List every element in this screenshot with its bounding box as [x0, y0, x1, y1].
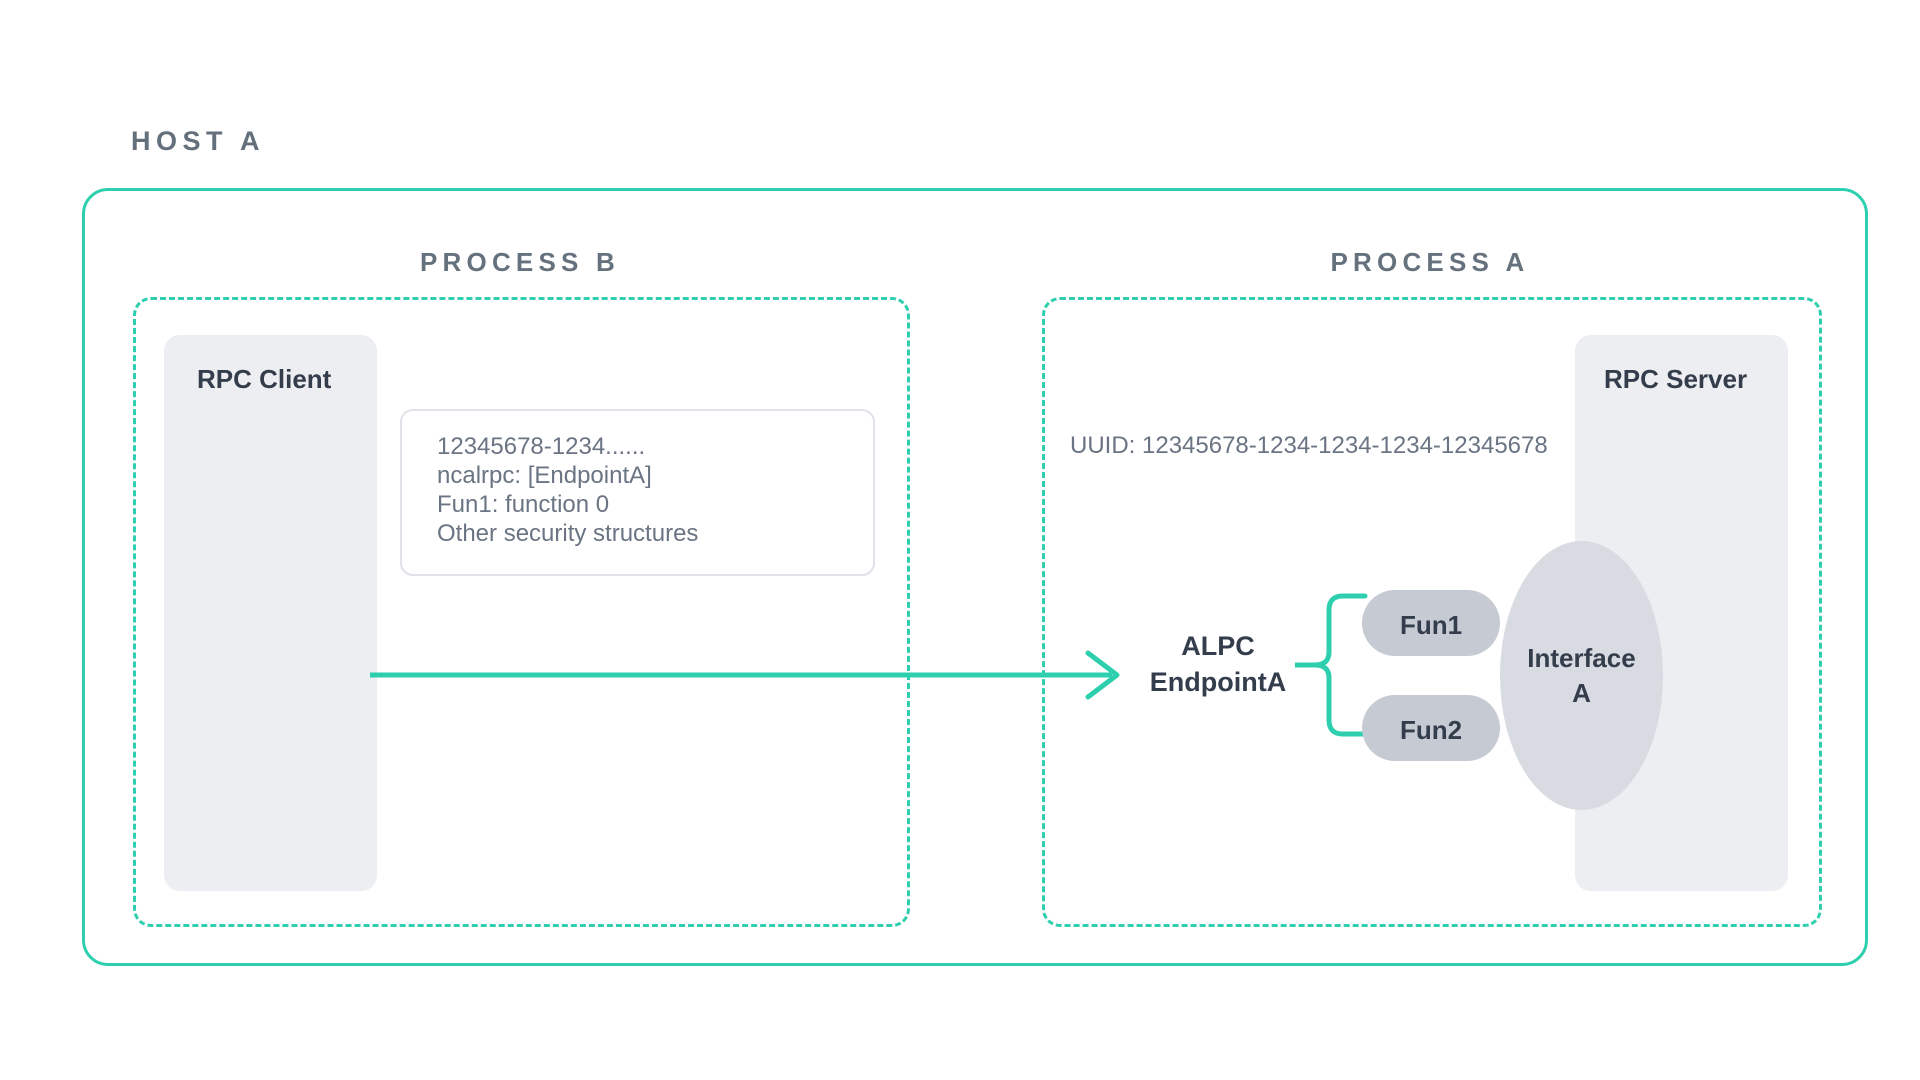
binding-line-uuid: 12345678-1234......: [437, 433, 646, 460]
binding-line-security: Other security structures: [437, 520, 699, 547]
function-label-fun1: Fun1: [1399, 610, 1463, 640]
rpc-binding-card: [400, 409, 875, 576]
host-container: [82, 188, 1868, 966]
host-label: HOST A: [131, 126, 265, 156]
process-b-label: PROCESS B: [420, 247, 620, 277]
rpc-call-arrow: [370, 650, 1120, 700]
process-a-label: PROCESS A: [1330, 247, 1530, 277]
function-pill-fun1: [1362, 590, 1500, 656]
process-a-container: [1042, 297, 1822, 927]
interface-a-line1: Interface: [1527, 643, 1636, 673]
interface-a-label: Interface A: [1500, 641, 1663, 711]
rpc-server-label: RPC Server: [1604, 364, 1748, 394]
endpoint-function-bracket: [1295, 593, 1368, 737]
rpc-binding-card-text: 12345678-1234...... ncalrpc: [EndpointA]…: [437, 432, 857, 548]
function-pill-fun2: [1362, 695, 1500, 761]
binding-line-ncalrpc: ncalrpc: [EndpointA]: [437, 462, 652, 489]
alpc-endpoint-line2: EndpointA: [1149, 667, 1287, 697]
interface-a-line2: A: [1572, 678, 1591, 708]
alpc-endpoint-label: ALPC EndpointA: [1118, 628, 1318, 700]
process-b-container: [133, 297, 910, 927]
server-uuid-text: UUID: 12345678-1234-1234-1234-12345678: [1070, 432, 1548, 459]
alpc-endpoint-line1: ALPC: [1181, 631, 1255, 661]
rpc-client-label: RPC Client: [197, 364, 332, 394]
binding-line-fun1: Fun1: function 0: [437, 491, 610, 518]
function-label-fun2: Fun2: [1399, 715, 1463, 745]
interface-a-ellipse: [1500, 541, 1663, 810]
rpc-client-panel: [164, 335, 377, 891]
